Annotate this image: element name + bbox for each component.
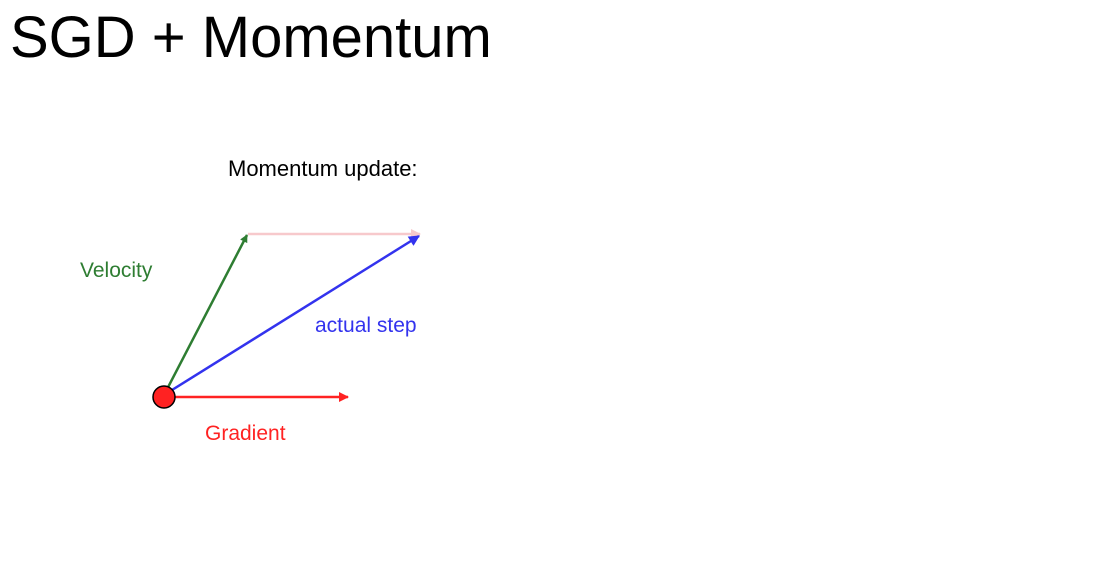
velocity-label: Velocity [80,259,153,282]
slide-title: SGD + Momentum [10,5,492,70]
gradient-label: Gradient [205,422,286,445]
actual-step-label: actual step [315,314,417,337]
diagram-caption: Momentum update: [228,156,418,181]
velocity-arrow [162,234,249,396]
actual-step-arrow [163,234,420,397]
origin-point [152,385,176,409]
